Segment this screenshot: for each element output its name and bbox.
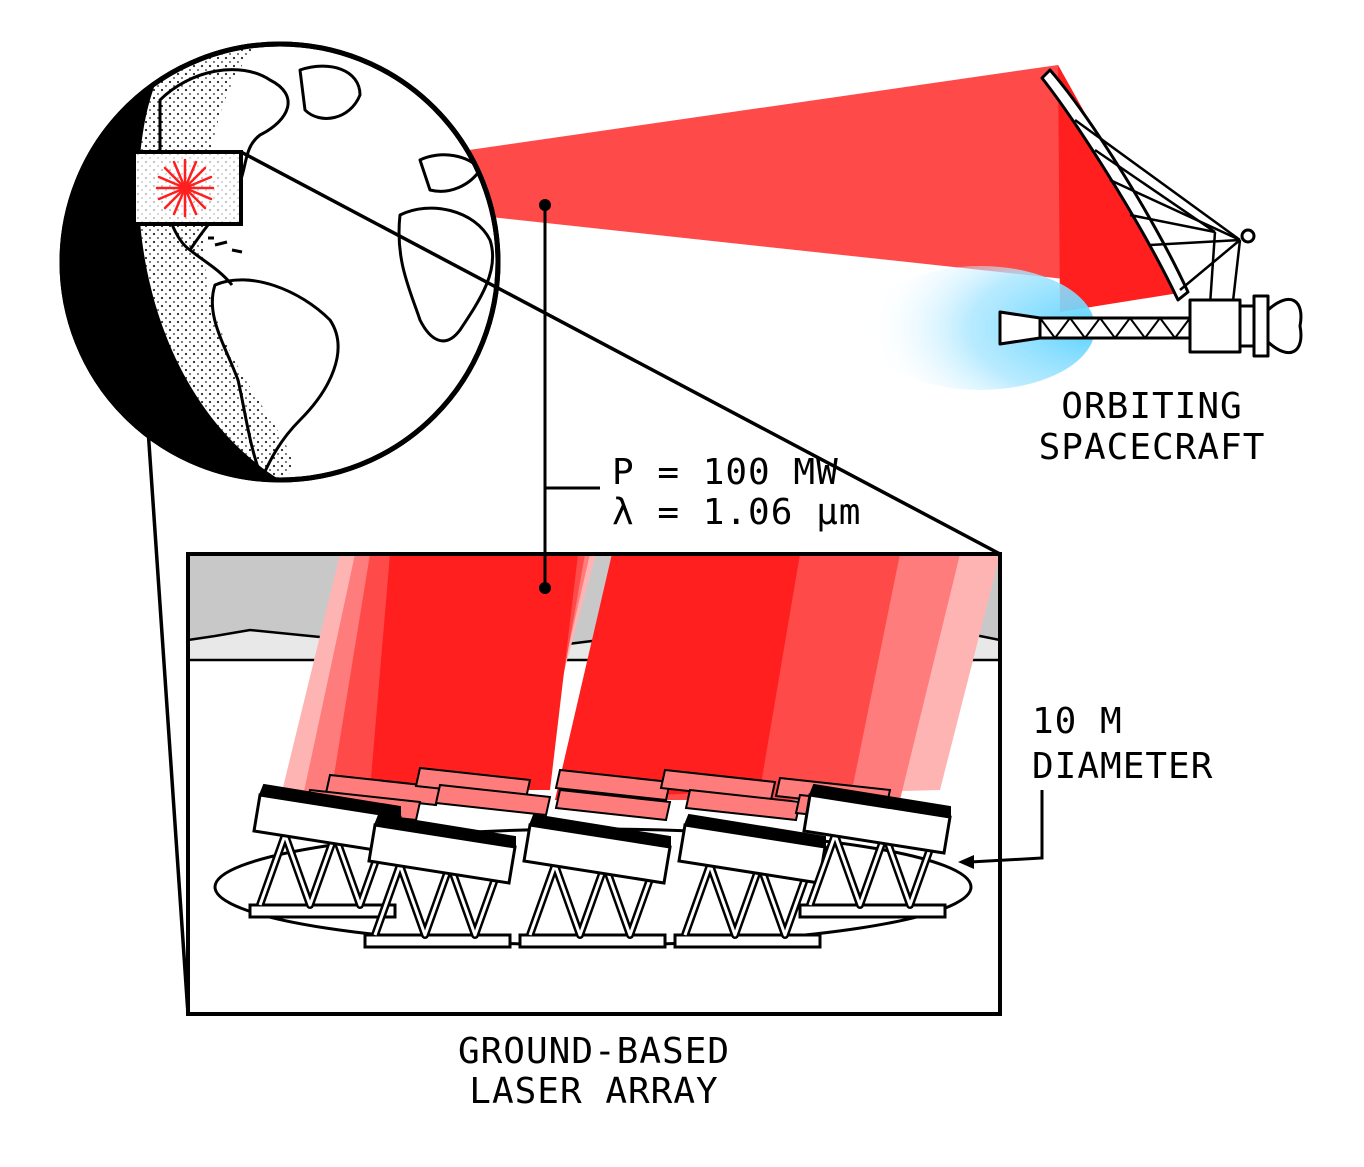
laser-burst-icon [155, 158, 215, 218]
laser-unit [248, 783, 402, 919]
laser-unit-back [684, 788, 802, 822]
spacecraft-label-line1: ORBITING [1061, 386, 1242, 427]
orbiting-spacecraft [865, 68, 1303, 390]
diameter-arrow [969, 790, 1044, 864]
diameter-label-line1: 10 M [1032, 701, 1123, 742]
laser-unit-back [554, 768, 672, 802]
array-label-line1: GROUND-BASED [458, 1031, 730, 1072]
zoom-projection-lines [132, 150, 1001, 1015]
laser-array-inset [186, 552, 1002, 1016]
exhaust-plume [865, 266, 1095, 390]
laser-unit [363, 813, 517, 949]
continents [158, 64, 495, 480]
pointer-dot-top [539, 199, 551, 211]
diameter-arrowhead [958, 855, 974, 869]
laser-unit-back [434, 783, 552, 817]
spacecraft-label-line2: SPACECRAFT [1039, 427, 1266, 468]
array-label-line2: LASER ARRAY [469, 1071, 718, 1112]
diameter-label-line2: DIAMETER [1032, 746, 1213, 787]
earth-globe [59, 41, 501, 483]
pointer-dot-bottom [539, 582, 551, 594]
array-beams [275, 554, 1000, 820]
laser-unit [798, 783, 952, 919]
wavelength-label: λ = 1.06 μm [612, 492, 861, 533]
beam-pointer [543, 205, 600, 588]
laser-unit-back [324, 773, 442, 807]
laser-unit-back [554, 788, 672, 822]
power-label: P = 100 MW [612, 452, 839, 493]
laser-units [248, 766, 952, 949]
laser-unit [673, 813, 827, 949]
laser-unit [518, 813, 672, 949]
